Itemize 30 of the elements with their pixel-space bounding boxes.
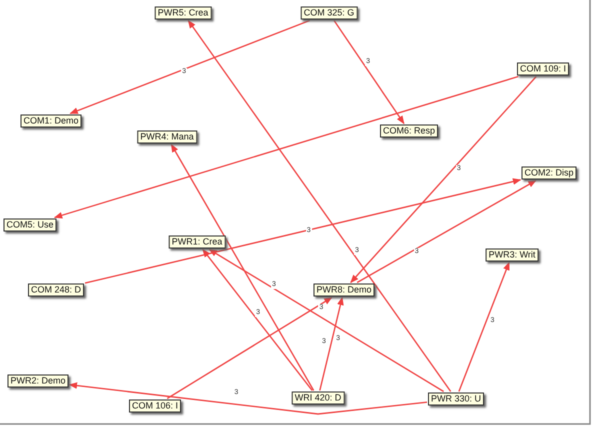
node-box: COM 106: I	[129, 400, 181, 412]
arrow	[70, 20, 310, 114]
node-box: COM5: Use	[4, 218, 56, 232]
arrow	[188, 20, 452, 392]
arrow	[458, 262, 510, 392]
arrow	[334, 20, 404, 124]
node-box: PWR5: Crea	[154, 6, 212, 20]
arrow	[319, 296, 344, 391]
node-box: PWR8: Demo	[314, 284, 374, 296]
node-box: COM2: Disp	[522, 166, 576, 180]
node-box: PWR 330: U	[428, 392, 484, 406]
arrow	[54, 76, 519, 219]
arrow	[68, 382, 428, 415]
arrow	[170, 144, 314, 391]
node-box: COM6: Resp	[380, 124, 438, 138]
arrow	[356, 180, 537, 284]
node-box: WRI 420: D	[292, 392, 344, 404]
node-box: COM 325: G	[300, 6, 358, 20]
node-box: COM 109: I	[517, 62, 569, 76]
node-box: COM1: Demo	[20, 114, 82, 128]
arrow	[166, 296, 332, 400]
node-box: PWR1: Crea	[168, 236, 226, 248]
node-box: PWR2: Demo	[8, 374, 68, 388]
arrow	[84, 178, 522, 284]
arrow	[350, 76, 537, 284]
node-box: PWR4: Mana	[137, 130, 197, 144]
node-box: COM 248: D	[28, 284, 84, 296]
arrow	[208, 248, 444, 392]
node-box: PWR3: Writ	[486, 248, 538, 262]
arrow	[202, 248, 313, 391]
